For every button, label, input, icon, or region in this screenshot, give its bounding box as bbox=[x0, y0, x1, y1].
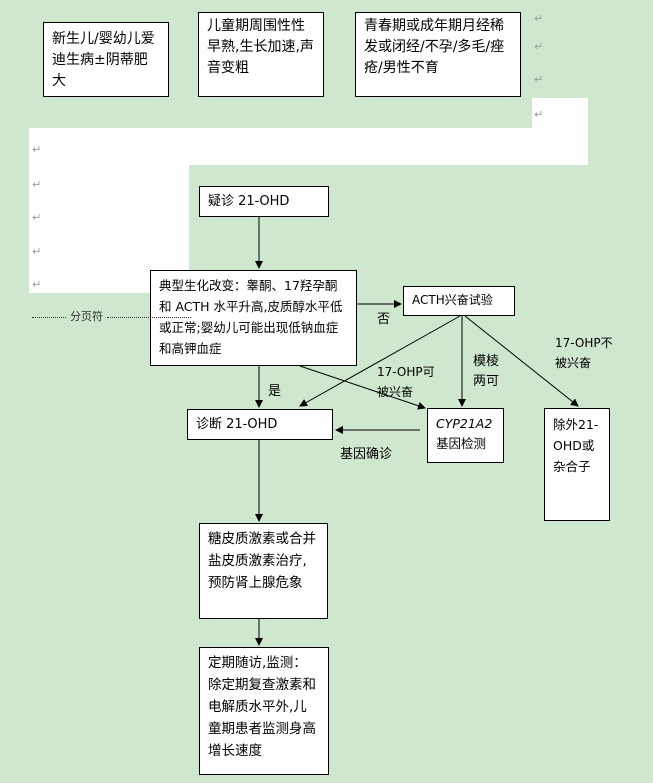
box-newborn-text: 新生儿/婴幼儿爱迪生病±阴蒂肥大 bbox=[52, 31, 155, 89]
label-no: 否 bbox=[377, 312, 391, 327]
label-gene-confirm: 基因确诊 bbox=[340, 447, 393, 462]
box-child: 儿童期周围性性早熟,生长加速,声音变粗 bbox=[198, 12, 324, 97]
page-break-marker: 分页符 bbox=[32, 308, 191, 324]
box-diagnose: 诊断 21-OHD bbox=[187, 409, 333, 440]
box-adolescent-text: 青春期或成年期月经稀发或闭经/不孕/多毛/痤疮/男性不育 bbox=[364, 18, 505, 76]
page-region-right bbox=[532, 98, 588, 129]
box-treatment-text: 糖皮质激素或合并盐皮质激素治疗,预防肾上腺危象 bbox=[208, 531, 316, 591]
paragraph-mark: ↵ bbox=[534, 108, 544, 121]
box-acth-test: ACTH兴奋试验 bbox=[403, 286, 515, 316]
label-excitable: 17-OHP可被兴奋 bbox=[377, 365, 435, 399]
box-diagnose-text: 诊断 21-OHD bbox=[196, 417, 278, 432]
paragraph-mark: ↵ bbox=[534, 40, 544, 53]
paragraph-mark: ↵ bbox=[32, 278, 42, 291]
paragraph-mark: ↵ bbox=[534, 73, 544, 86]
edge-biochem-gene bbox=[299, 365, 426, 410]
box-gene-test: CYP21A2 基因检测 bbox=[427, 408, 504, 463]
box-child-text: 儿童期周围性性早熟,生长加速,声音变粗 bbox=[207, 18, 314, 76]
box-biochem: 典型生化改变：睾酮、17羟孕酮和 ACTH 水平升高,皮质醇水平低或正常;婴幼儿… bbox=[150, 270, 357, 366]
box-adolescent: 青春期或成年期月经稀发或闭经/不孕/多毛/痤疮/男性不育 bbox=[355, 12, 521, 97]
paragraph-mark: ↵ bbox=[32, 178, 42, 191]
box-newborn: 新生儿/婴幼儿爱迪生病±阴蒂肥大 bbox=[43, 22, 169, 97]
paragraph-mark: ↵ bbox=[534, 12, 544, 25]
box-followup-text: 定期随访,监测：除定期复查激素和电解质水平外,儿童期患者监测身高增长速度 bbox=[208, 655, 316, 759]
edge-acth-exclude bbox=[464, 315, 579, 407]
box-suspect-text: 疑诊 21-OHD bbox=[208, 194, 290, 209]
box-treatment: 糖皮质激素或合并盐皮质激素治疗,预防肾上腺危象 bbox=[199, 523, 328, 619]
label-yes: 是 bbox=[268, 384, 282, 399]
paragraph-mark: ↵ bbox=[32, 143, 42, 156]
paragraph-mark: ↵ bbox=[32, 211, 42, 224]
label-ambiguous: 模棱两可 bbox=[473, 354, 500, 389]
box-exclude-text: 除外21-OHD或杂合子 bbox=[553, 417, 599, 474]
gene-label: 基因检测 bbox=[436, 436, 487, 451]
box-exclude: 除外21-OHD或杂合子 bbox=[544, 408, 610, 521]
page-region-upper bbox=[29, 128, 588, 165]
gene-name: CYP21A2 bbox=[436, 416, 493, 431]
box-biochem-text: 典型生化改变：睾酮、17羟孕酮和 ACTH 水平升高,皮质醇水平低或正常;婴幼儿… bbox=[159, 278, 343, 356]
paragraph-mark: ↵ bbox=[32, 245, 42, 258]
page-break-label: 分页符 bbox=[70, 310, 103, 323]
box-followup: 定期随访,监测：除定期复查激素和电解质水平外,儿童期患者监测身高增长速度 bbox=[199, 647, 329, 775]
edge-acth-diagnose bbox=[299, 315, 461, 407]
box-suspect: 疑诊 21-OHD bbox=[199, 186, 329, 217]
label-not-excitable: 17-OHP不被兴奋 bbox=[555, 336, 613, 370]
box-acth-test-text: ACTH兴奋试验 bbox=[412, 293, 493, 307]
